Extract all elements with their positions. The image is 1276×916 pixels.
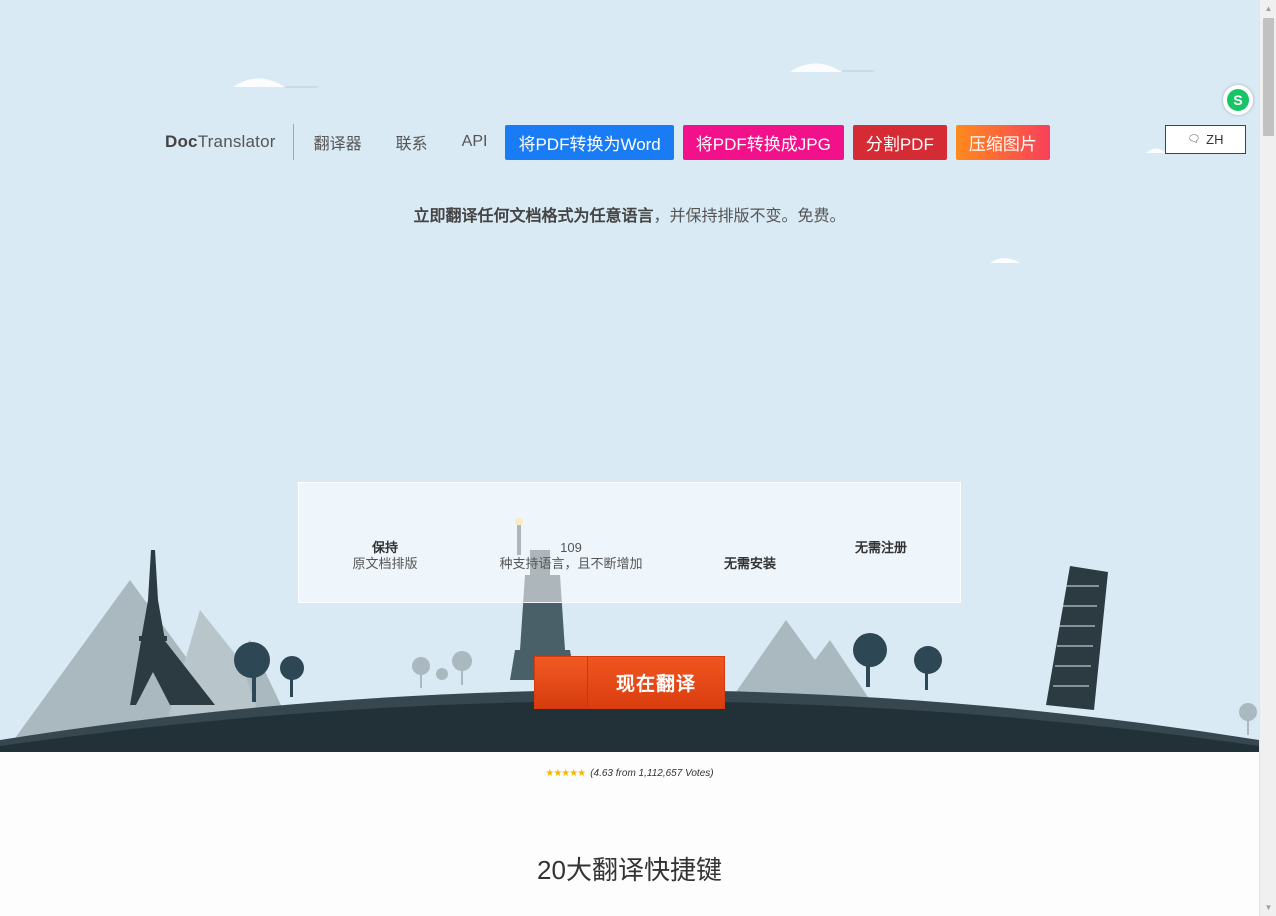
language-label: ZH <box>1206 132 1224 147</box>
feature-title: 保持 <box>371 540 398 555</box>
rating-text: (4.63 from 1,112,657 Votes) <box>590 768 714 779</box>
nav-link-contact[interactable]: 联系 <box>395 136 428 153</box>
split-pdf-button[interactable]: 分割PDF <box>852 124 947 160</box>
cta-label: 现在翻译 <box>588 657 724 708</box>
chat-bubble-icon: 🗨 <box>1187 134 1201 145</box>
feature-title: 无需注册 <box>854 540 907 555</box>
tagline-bold: 立即翻译任何文档格式为任意语言 <box>413 208 654 225</box>
feature-text: 原文档排版 <box>352 556 418 571</box>
scroll-thumb[interactable] <box>1263 18 1274 136</box>
nav-divider <box>292 124 294 160</box>
compress-image-button[interactable]: 压缩图片 <box>955 124 1050 160</box>
nav-link-api[interactable]: API <box>461 133 488 150</box>
top-nav: DocTranslator 翻译器 联系 API 将PDF转换为Word 将PD… <box>165 124 1059 160</box>
scroll-up-arrow-icon[interactable]: ▲ <box>1264 4 1273 13</box>
rating-row: ★★★★★ (4.63 from 1,112,657 Votes) <box>0 768 1259 779</box>
feature-title: 109 <box>560 540 582 555</box>
pdf-to-jpg-button[interactable]: 将PDF转换成JPG <box>682 124 844 160</box>
brand-rest: Translator <box>197 132 276 151</box>
brand-bold: Doc <box>165 132 198 151</box>
vertical-scrollbar[interactable]: ▲ ▼ <box>1259 0 1276 916</box>
star-rating-icon: ★★★★★ <box>545 768 586 779</box>
nav-link-translator[interactable]: 翻译器 <box>313 136 362 153</box>
below-fold-section: ★★★★★ (4.63 from 1,112,657 Votes) 20大翻译快… <box>0 752 1259 916</box>
feature-languages: 109 种支持语言，且不断增加 <box>496 540 646 572</box>
feature-text: 无需安装 <box>723 556 776 571</box>
translate-now-button[interactable]: 现在翻译 <box>534 656 725 709</box>
section-title: 20大翻译快捷键 <box>537 855 722 885</box>
cta-icon-area <box>535 657 588 708</box>
feature-text: 种支持语言，且不断增加 <box>499 556 643 571</box>
extension-logo: S <box>1227 89 1249 111</box>
tagline-rest: ，并保持排版不变。免费。 <box>653 208 846 225</box>
features-panel: 保持 原文档排版 109 种支持语言，且不断增加 无需安装 无需注册 <box>298 482 961 603</box>
feature-no-signup: 无需注册 <box>806 540 956 556</box>
translate-extension-icon[interactable]: S <box>1223 85 1253 115</box>
feature-no-install: 无需安装 <box>675 556 825 572</box>
pdf-to-word-button[interactable]: 将PDF转换为Word <box>505 124 674 160</box>
language-selector-button[interactable]: 🗨 ZH <box>1165 125 1246 154</box>
hero-section: DocTranslator 翻译器 联系 API 将PDF转换为Word 将PD… <box>0 63 1259 752</box>
tagline: 立即翻译任何文档格式为任意语言，并保持排版不变。免费。 <box>0 202 1259 226</box>
brand-logo[interactable]: DocTranslator <box>165 132 276 152</box>
landmarks-illustration <box>0 63 1259 752</box>
feature-layout: 保持 原文档排版 <box>310 540 460 572</box>
scroll-down-arrow-icon[interactable]: ▼ <box>1264 903 1273 912</box>
